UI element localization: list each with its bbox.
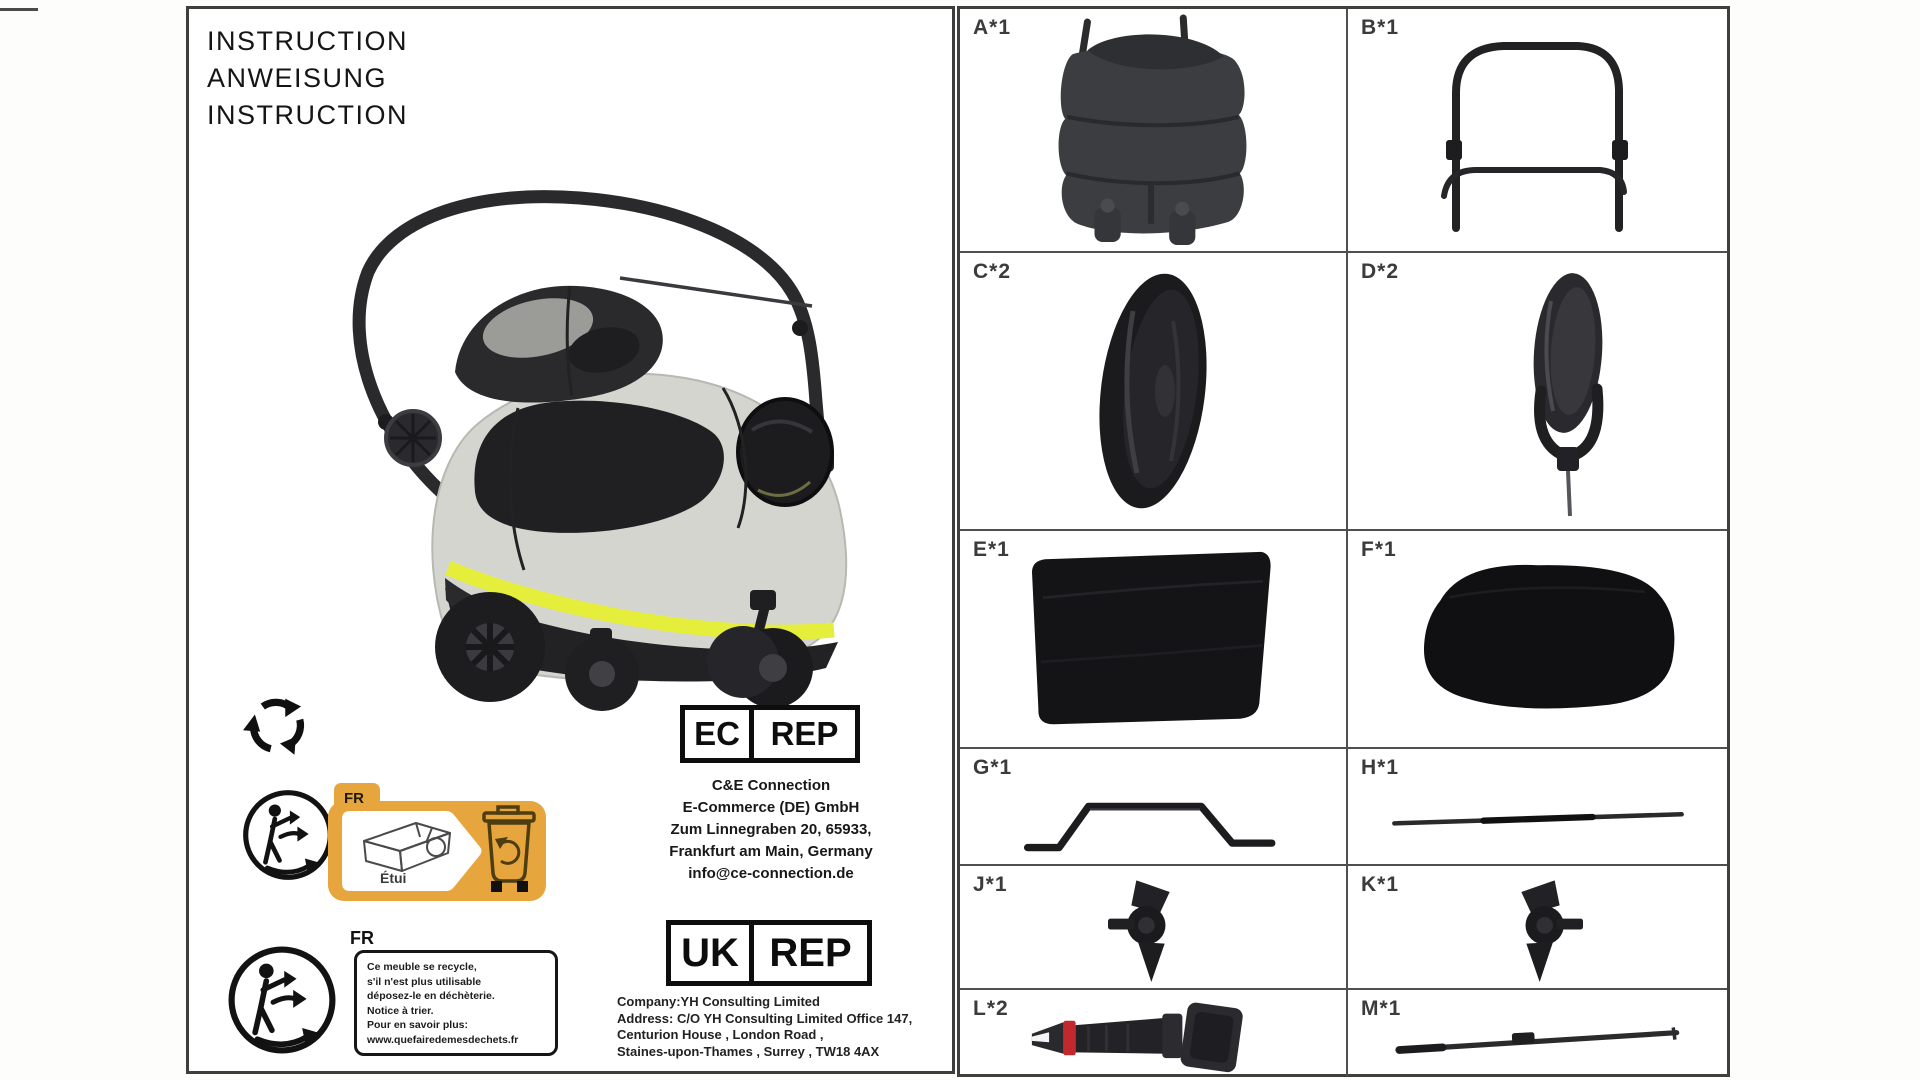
part-label: J*1	[973, 873, 1008, 896]
rear-wheel	[435, 592, 545, 702]
ec-rep-badge: EC REP	[680, 705, 860, 763]
title-line-en: INSTRUCTION	[207, 26, 408, 56]
address-line: E-Commerce (DE) GmbH	[682, 799, 860, 816]
instruction-cover-page: INSTRUCTION ANWEISUNG INSTRUCTION	[186, 6, 955, 1074]
part-m-axle-rod-illustration	[1394, 1027, 1679, 1054]
title-line-de: ANWEISUNG	[207, 63, 388, 93]
fr-sorting-label: FR Étui	[328, 783, 546, 901]
uk-rep-right: REP	[754, 920, 872, 986]
part-b-handle-frame-illustration	[1440, 41, 1628, 232]
fr-country-label: FR	[350, 928, 374, 948]
trash-bin-icon	[482, 805, 536, 892]
note-line: s'il n'est plus utilisable	[367, 975, 482, 988]
part-label: A*1	[973, 16, 1012, 39]
part-cell-f: F*1	[1348, 531, 1727, 749]
eu-representative-address: C&E Connection E-Commerce (DE) GmbH Zum …	[640, 775, 902, 885]
triman-icon-large	[226, 944, 338, 1056]
uk-rep-badge: UK REP	[666, 920, 872, 986]
company-line: Centurion House , London Road ,	[617, 1027, 824, 1042]
part-label: C*2	[973, 260, 1012, 283]
part-l-buckle-strap-illustration	[1031, 1002, 1243, 1073]
part-f-cushion-pad-illustration	[1423, 564, 1674, 709]
part-cell-e: E*1	[960, 531, 1348, 749]
front-caster-wheels	[707, 590, 813, 708]
part-c-rear-wheel-illustration	[1099, 273, 1207, 509]
part-cell-g: G*1	[960, 749, 1348, 866]
part-cell-a: A*1	[960, 9, 1348, 253]
address-line: Zum Linnegraben 20, 65933,	[670, 821, 872, 838]
parts-list-grid: A*1 B*1 C*2	[957, 6, 1730, 1077]
part-h-straight-rod-illustration	[1391, 811, 1684, 826]
note-line: déposez-le en déchèterie.	[367, 990, 495, 1002]
address-line: C&E Connection	[711, 777, 831, 794]
part-g-bent-bar-illustration	[1023, 802, 1276, 851]
address-line: info@ce-connection.de	[688, 865, 854, 882]
note-line: www.quefairedemesdechets.fr	[367, 1033, 519, 1046]
part-cell-c: C*2	[960, 253, 1348, 531]
part-label: L*2	[973, 997, 1009, 1020]
fr-recycling-note-box: Ce meuble se recycle, s'il n'est plus ut…	[354, 950, 558, 1056]
part-cell-m: M*1	[1348, 990, 1727, 1076]
part-label: D*2	[1361, 260, 1400, 283]
uk-representative-address: Company:YH Consulting Limited Address: C…	[617, 994, 947, 1060]
recycling-mobius-icon	[243, 698, 305, 755]
company-line: Address: C/O YH Consulting Limited Offic…	[617, 1010, 913, 1026]
part-d-front-wheel-illustration	[1533, 273, 1603, 517]
part-cell-j: J*1	[960, 866, 1348, 990]
note-line: Ce meuble se recycle,	[367, 961, 477, 973]
scan-artifact-line	[0, 8, 38, 11]
part-a-folded-carrier-illustration	[1058, 14, 1247, 245]
uk-rep-left: UK	[666, 920, 754, 986]
part-label: B*1	[1361, 16, 1400, 39]
part-label: E*1	[973, 538, 1010, 561]
ec-rep-right: REP	[754, 705, 860, 763]
ec-rep-left: EC	[680, 705, 754, 763]
part-label: K*1	[1361, 873, 1400, 896]
part-cell-l: L*2	[960, 990, 1348, 1076]
company-line: Staines-upon-Thames , Surrey , TW18 4AX	[617, 1043, 880, 1059]
note-line: Pour en savoir plus:	[367, 1019, 468, 1031]
company-line: Company:YH Consulting Limited	[617, 994, 820, 1009]
part-label: H*1	[1361, 756, 1400, 779]
mid-caster-wheel	[565, 628, 639, 711]
fr-tab-label: FR	[344, 790, 364, 807]
triman-icon	[241, 788, 335, 882]
address-line: Frankfurt am Main, Germany	[669, 843, 873, 860]
page-title: INSTRUCTION ANWEISUNG INSTRUCTION	[207, 23, 408, 134]
sorting-item-label: Étui	[380, 870, 406, 886]
title-line-en2: INSTRUCTION	[207, 100, 408, 130]
part-k-bracket-illustration	[1520, 880, 1583, 982]
note-line: Notice à trier.	[367, 1004, 434, 1017]
part-label: F*1	[1361, 538, 1397, 561]
pet-stroller-image	[352, 190, 848, 711]
part-cell-b: B*1	[1348, 9, 1727, 253]
part-label: M*1	[1361, 997, 1402, 1020]
part-label: G*1	[973, 756, 1013, 779]
box-icon	[363, 822, 451, 872]
part-cell-d: D*2	[1348, 253, 1727, 531]
part-e-folded-cover-illustration	[1032, 551, 1271, 725]
part-j-bracket-illustration	[1108, 880, 1170, 982]
part-cell-k: K*1	[1348, 866, 1727, 990]
part-cell-h: H*1	[1348, 749, 1727, 866]
